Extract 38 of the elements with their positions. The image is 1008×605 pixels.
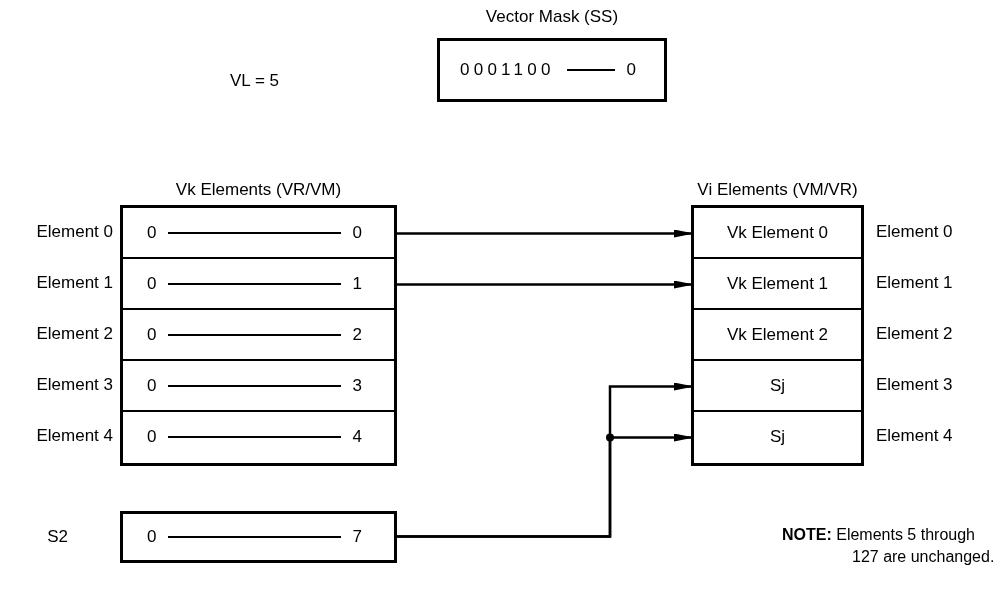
bit-number: 4 <box>352 425 363 448</box>
arrow <box>397 433 694 538</box>
note-text: NOTE: Elements 5 through 127 are unchanged. <box>782 525 996 567</box>
arrow <box>397 280 694 289</box>
element-content: Sj <box>769 374 786 397</box>
bit-number: 0 <box>626 59 637 82</box>
register-heading: Vi Elements (VM/VR) <box>697 178 858 201</box>
element-label: Element 1 <box>876 272 953 295</box>
element-label: Element 3 <box>36 374 113 397</box>
element-content: Vk Element 2 <box>726 323 829 346</box>
bit-number: 2 <box>352 323 363 346</box>
arrow <box>397 229 694 238</box>
register-heading: Vk Elements (VR/VM) <box>175 178 342 201</box>
element-label: Element 2 <box>876 323 953 346</box>
element-content: Sj <box>769 425 786 448</box>
element-label: Element 3 <box>876 374 953 397</box>
bit-number: 0 <box>147 374 157 397</box>
element-content: Vk Element 1 <box>726 272 829 295</box>
bit-number: 0 <box>352 221 363 244</box>
vector-length-label: VL = 5 <box>230 70 279 92</box>
element-label: Element 4 <box>876 425 953 448</box>
element-label: Element 4 <box>36 425 113 448</box>
element-label: Element 0 <box>876 221 953 244</box>
element-label: Element 1 <box>36 272 113 295</box>
bit-number: 0 <box>147 526 157 549</box>
bit-number: 3 <box>352 374 363 397</box>
register-heading: Vector Mask (SS) <box>485 5 619 28</box>
bit-number: 0 <box>147 272 157 295</box>
bit-number: 0 <box>147 425 157 448</box>
bit-number: 0 <box>147 323 157 346</box>
bit-number: 0001100 <box>460 59 555 82</box>
register-label: S2 <box>47 526 68 549</box>
element-label: Element 2 <box>36 323 113 346</box>
bit-number: 0 <box>147 221 157 244</box>
bit-number: 1 <box>352 272 363 295</box>
element-label: Element 0 <box>36 221 113 244</box>
element-content: Vk Element 0 <box>726 221 829 244</box>
bit-number: 7 <box>352 526 363 549</box>
